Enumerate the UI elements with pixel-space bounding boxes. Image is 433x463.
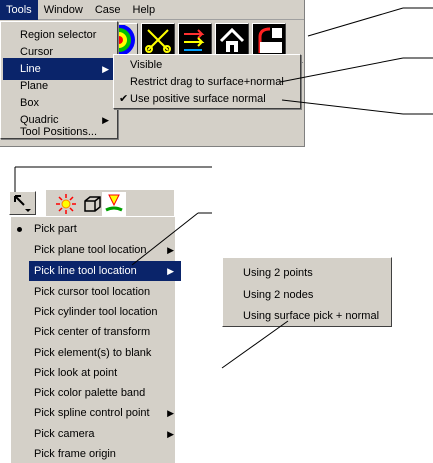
menu-item-label: Pick element(s) to blank bbox=[34, 347, 152, 359]
menu-item-restrict-drag[interactable]: Restrict drag to surface+normal bbox=[116, 74, 298, 91]
menu-item-label: Restrict drag to surface+normal bbox=[130, 76, 284, 88]
menu-item-label: Pick frame origin bbox=[34, 448, 116, 460]
tools-menu: Region selector Cursor Line ▶ Plane Box Q… bbox=[0, 21, 118, 139]
scissors-icon bbox=[145, 29, 171, 53]
menu-bar: Tools Window Case Help bbox=[0, 0, 304, 20]
using-2-points[interactable]: Using 2 points bbox=[243, 267, 313, 279]
spectrum-icon bbox=[119, 25, 135, 55]
pick-line-tool-location[interactable]: Pick line tool location ▶ bbox=[29, 261, 181, 281]
counter-button[interactable] bbox=[252, 23, 286, 57]
menu-item-label: Tool Positions... bbox=[20, 126, 98, 138]
pick-menu: Pick part Pick plane tool location ▶ Pick… bbox=[10, 216, 181, 463]
menu-item-label: Quadric bbox=[20, 114, 59, 126]
pick-frame-origin[interactable]: Pick frame origin bbox=[29, 444, 181, 463]
cut-button[interactable] bbox=[141, 23, 175, 57]
menu-item-label: Pick center of transform bbox=[34, 326, 151, 338]
submenu-arrow-icon: ▶ bbox=[167, 266, 174, 276]
menu-item-label: Line bbox=[20, 63, 41, 75]
menu-item-label: Use positive surface normal bbox=[130, 93, 266, 105]
toolbar bbox=[116, 21, 304, 59]
callout-line bbox=[307, 7, 404, 37]
menu-window[interactable]: Window bbox=[43, 4, 83, 16]
callout-line bbox=[221, 320, 289, 369]
pick-icon-strip bbox=[46, 190, 174, 218]
pick-plane-tool-location[interactable]: Pick plane tool location ▶ bbox=[29, 240, 181, 260]
box-view-button[interactable] bbox=[80, 192, 104, 216]
spectrum-button[interactable] bbox=[118, 23, 138, 57]
part-pick-button[interactable] bbox=[102, 192, 126, 216]
menu-item-cursor[interactable]: Cursor bbox=[3, 41, 115, 63]
pick-elements-to-blank[interactable]: Pick element(s) to blank bbox=[29, 343, 181, 363]
menu-item-tool-positions[interactable]: Tool Positions... bbox=[3, 121, 115, 143]
pick-cursor-tool-location[interactable]: Pick cursor tool location bbox=[29, 282, 181, 302]
menu-item-line[interactable]: Line ▶ bbox=[3, 58, 115, 80]
pick-camera[interactable]: Pick camera ▶ bbox=[29, 424, 181, 444]
menu-item-label: Region selector bbox=[20, 29, 97, 41]
bullet-icon bbox=[17, 227, 22, 232]
pick-line-submenu: Using 2 points Using 2 nodes Using surfa… bbox=[222, 257, 392, 327]
counter-123-icon bbox=[258, 27, 282, 53]
submenu-arrow-icon: ▶ bbox=[167, 245, 174, 255]
pointer-part-icon bbox=[105, 194, 123, 212]
menu-item-label: Pick cylinder tool location bbox=[34, 306, 158, 318]
line-submenu: Visible Restrict drag to surface+normal … bbox=[113, 54, 301, 109]
pick-mode-button[interactable] bbox=[9, 191, 36, 215]
submenu-arrow-icon: ▶ bbox=[102, 64, 109, 74]
submenu-arrow-icon: ▶ bbox=[102, 115, 109, 125]
sun-icon bbox=[56, 194, 76, 214]
menu-help[interactable]: Help bbox=[132, 4, 156, 16]
home-button[interactable] bbox=[215, 23, 249, 57]
pick-spline-control-point[interactable]: Pick spline control point ▶ bbox=[29, 403, 181, 423]
menu-item-region-selector[interactable]: Region selector bbox=[3, 24, 115, 46]
pick-cylinder-tool-location[interactable]: Pick cylinder tool location bbox=[29, 302, 181, 322]
menu-item-label: Pick plane tool location bbox=[34, 244, 147, 256]
checkmark-icon: ✔ bbox=[119, 93, 129, 105]
using-2-nodes[interactable]: Using 2 nodes bbox=[243, 289, 314, 301]
using-surface-pick-normal[interactable]: Using surface pick + normal bbox=[243, 310, 380, 322]
menu-item-box[interactable]: Box bbox=[3, 92, 115, 114]
menu-item-label: Pick look at point bbox=[34, 367, 118, 379]
menu-item-label: Pick color palette band bbox=[34, 387, 146, 399]
menu-item-label: Cursor bbox=[20, 46, 54, 58]
menu-case[interactable]: Case bbox=[94, 4, 121, 16]
menu-tools[interactable]: Tools bbox=[0, 0, 38, 20]
menu-item-label: Plane bbox=[20, 80, 49, 92]
menu-item-label: Pick spline control point bbox=[34, 407, 150, 419]
cube-icon bbox=[84, 196, 101, 212]
menu-item-label: Box bbox=[20, 97, 39, 109]
menu-item-label: Pick line tool location bbox=[34, 265, 137, 277]
pick-center-of-transform[interactable]: Pick center of transform bbox=[29, 322, 181, 342]
menu-item-positive-normal[interactable]: ✔Use positive surface normal bbox=[116, 91, 298, 108]
highlight-button[interactable] bbox=[54, 192, 78, 216]
pick-part[interactable]: Pick part bbox=[17, 219, 181, 239]
menu-item-label: Pick camera bbox=[34, 428, 95, 440]
menu-item-label: Pick cursor tool location bbox=[34, 286, 151, 298]
menu-item-visible[interactable]: Visible bbox=[116, 57, 298, 74]
submenu-arrow-icon: ▶ bbox=[167, 429, 174, 439]
menu-item-label: Pick part bbox=[34, 223, 77, 235]
transform-arrows-icon bbox=[184, 29, 205, 51]
pick-arrow-icon bbox=[14, 195, 31, 212]
transform-button[interactable] bbox=[178, 23, 212, 57]
submenu-arrow-icon: ▶ bbox=[167, 408, 174, 418]
menu-item-plane[interactable]: Plane bbox=[3, 75, 115, 97]
menu-item-label: Visible bbox=[130, 59, 163, 71]
house-icon bbox=[219, 27, 245, 52]
pick-color-palette-band[interactable]: Pick color palette band bbox=[29, 383, 181, 403]
menu-item-quadric[interactable]: Quadric ▶ bbox=[3, 109, 115, 131]
pick-look-at-point[interactable]: Pick look at point bbox=[29, 363, 181, 383]
